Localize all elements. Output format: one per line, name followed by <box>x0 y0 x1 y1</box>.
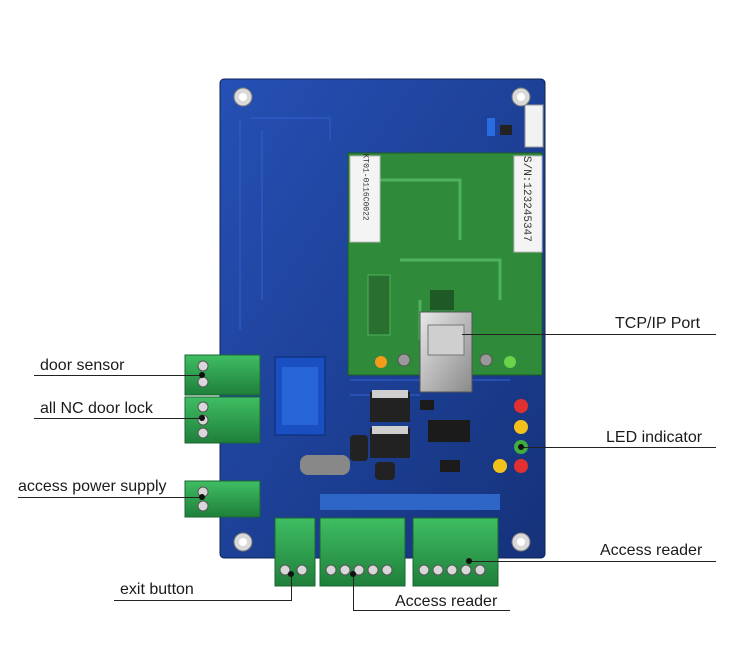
module-label: KT01-0116C0022 <box>360 153 370 221</box>
access-reader-right-dot <box>466 558 472 564</box>
nc-door-lock-dot <box>199 415 205 421</box>
door-sensor-line <box>34 375 204 376</box>
tcp-ip-port-line <box>462 334 716 335</box>
access-reader-bottom-label: Access reader <box>395 593 498 610</box>
tcp-ip-port-label: TCP/IP Port <box>615 315 701 332</box>
terminal-exit <box>274 517 316 587</box>
exit-button-dot <box>288 571 294 577</box>
terminal-reader-2 <box>412 517 499 587</box>
network-module <box>347 152 543 393</box>
access-power-label: access power supply <box>18 478 167 495</box>
nc-door-lock-line <box>34 418 204 419</box>
exit-button-line-h <box>114 600 292 601</box>
access-reader-right-label: Access reader <box>600 542 703 559</box>
regulators <box>300 390 470 480</box>
terminal-power <box>184 480 261 518</box>
exit-button-label: exit button <box>120 581 194 598</box>
led-indicator-line <box>523 447 716 448</box>
nc-door-lock-label: all NC door lock <box>40 400 153 417</box>
access-reader-bottom-line-v <box>353 574 354 611</box>
exit-button-line-v <box>291 574 292 601</box>
serial-label: S/N:123245347 <box>520 156 532 242</box>
access-reader-bottom-dot <box>350 571 356 577</box>
led-indicator-dot <box>518 444 524 450</box>
access-reader-bottom-line-h <box>353 610 510 611</box>
led-indicator-label: LED indicator <box>606 429 703 446</box>
access-power-dot <box>199 494 205 500</box>
header-connector <box>487 104 544 148</box>
terminal-lock <box>184 396 261 444</box>
door-sensor-dot <box>199 372 205 378</box>
relay <box>274 356 326 436</box>
terminal-reader-1 <box>319 517 406 587</box>
access-reader-right-line <box>468 561 716 562</box>
access-power-line <box>18 497 204 498</box>
door-sensor-label: door sensor <box>40 357 125 374</box>
led-cluster <box>493 399 528 473</box>
jumper-row <box>320 494 500 510</box>
